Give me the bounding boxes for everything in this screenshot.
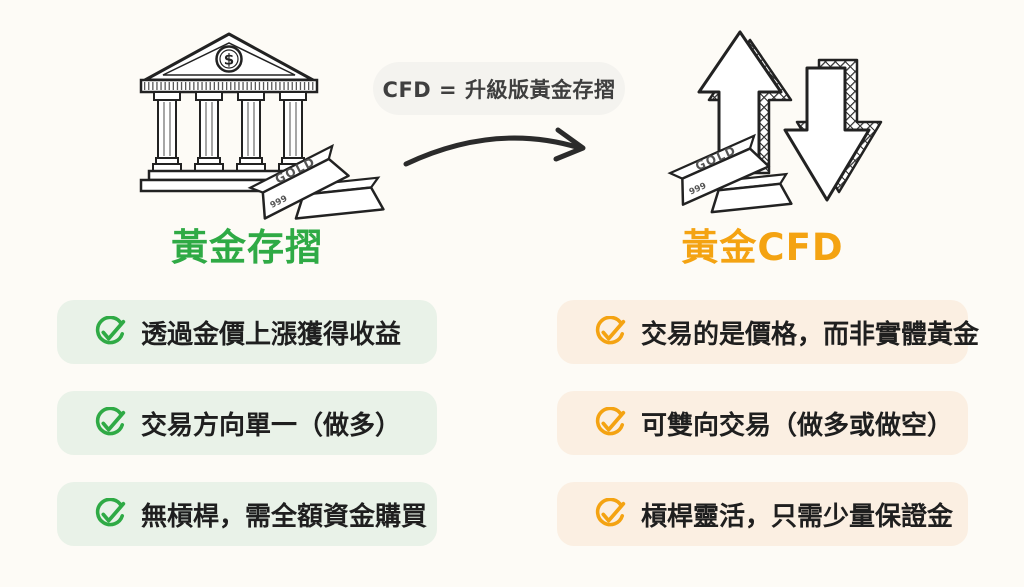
item-label: 槓桿靈活，只需少量保證金 bbox=[641, 501, 954, 532]
curved-arrow-icon bbox=[403, 127, 586, 167]
check-icon bbox=[595, 316, 626, 345]
bank-gold-illustration: $ GOLD 999 bbox=[139, 32, 385, 220]
check-icon bbox=[595, 407, 626, 436]
gold-passbook-item-2: 交易方向單一（做多） bbox=[57, 391, 437, 455]
gold-passbook-item-3: 無槓桿，需全額資金購買 bbox=[57, 482, 437, 546]
item-label: 無槓桿，需全額資金購買 bbox=[141, 501, 428, 532]
gold-cfd-title: 黃金CFD bbox=[681, 226, 844, 269]
dollar-icon: $ bbox=[215, 45, 243, 73]
bank-entablature bbox=[139, 78, 319, 94]
check-icon bbox=[95, 407, 126, 436]
item-label: 可雙向交易（做多或做空） bbox=[641, 410, 954, 441]
dollar-sign: $ bbox=[224, 51, 234, 69]
check-icon bbox=[595, 498, 626, 527]
cfd-equals-banner: CFD = 升級版黃金存摺 bbox=[373, 62, 625, 115]
gold-cfd-item-3: 槓桿靈活，只需少量保證金 bbox=[557, 482, 968, 546]
banner-label: CFD = 升級版黃金存摺 bbox=[382, 77, 616, 102]
gold-cfd-illustration: GOLD 999 bbox=[667, 30, 883, 214]
item-label: 透過金價上漲獲得收益 bbox=[141, 319, 402, 350]
gold-passbook-item-1: 透過金價上漲獲得收益 bbox=[57, 300, 437, 364]
gold-bar-front: GOLD 999 bbox=[667, 133, 771, 206]
item-label: 交易方向單一（做多） bbox=[141, 410, 402, 441]
gold-bar-back bbox=[708, 172, 793, 214]
item-label: 交易的是價格，而非實體黃金 bbox=[641, 319, 980, 350]
gold-passbook-title: 黃金存摺 bbox=[171, 226, 323, 269]
bank-columns bbox=[152, 91, 308, 172]
down-arrow-icon bbox=[783, 58, 883, 202]
gold-cfd-item-2: 可雙向交易（做多或做空） bbox=[557, 391, 968, 455]
check-icon bbox=[95, 316, 126, 345]
gold-cfd-item-1: 交易的是價格，而非實體黃金 bbox=[557, 300, 979, 364]
check-icon bbox=[95, 498, 126, 527]
